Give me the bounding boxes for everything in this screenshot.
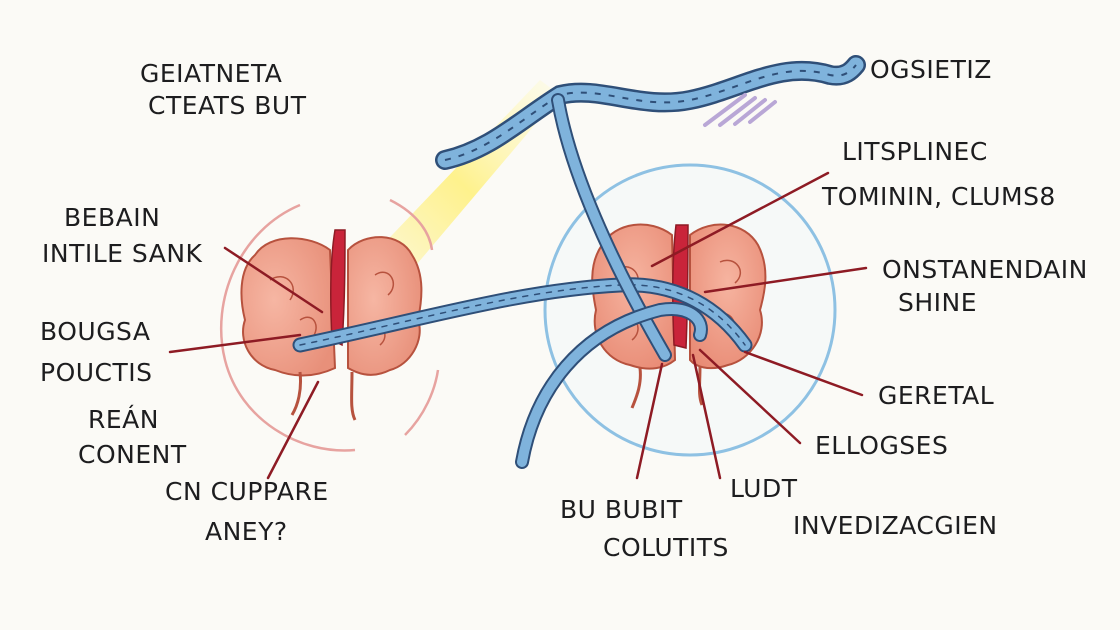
pointer-lines (168, 171, 868, 480)
pointer-right-3 (743, 350, 864, 397)
label-top-left-1: GEIATNETA (140, 59, 282, 88)
label-left-3b: CONENT (78, 440, 187, 469)
pointer-left-3 (266, 380, 320, 480)
pointer-bottom-1 (635, 362, 664, 480)
label-right-2a: ONSTANENDAIN (882, 255, 1088, 284)
pointer-right-1 (650, 171, 830, 268)
label-left-2a: BOUGSA (40, 317, 151, 346)
label-left-2b: POUCTIS (40, 358, 153, 387)
label-bottom-1b: COLUTITS (603, 533, 729, 562)
label-left-1b: INTILE SANK (42, 239, 203, 268)
label-right-3: GERETAL (878, 381, 994, 410)
label-top-left-2: CTEATS BUT (148, 91, 307, 120)
label-right-6: INVEDIZACGIEN (793, 511, 998, 540)
label-right-2b: SHINE (898, 288, 977, 317)
left-halo (220, 198, 440, 452)
label-top-right: OGSIETIZ (870, 55, 992, 84)
hatch-marks (703, 93, 777, 127)
pointer-right-2 (703, 266, 868, 294)
label-right-1a: LITSPLINEC (842, 137, 988, 166)
label-right-5: LUDT (730, 474, 798, 503)
label-right-4: ELLOGSES (815, 431, 948, 460)
labels: GEIATNETA CTEATS BUT OGSIETIZ BEBAIN INT… (40, 55, 1088, 562)
label-left-3a: REÁN (88, 405, 159, 434)
pointer-right-5 (691, 353, 722, 480)
pointer-left-1 (223, 246, 324, 314)
top-nerve (435, 55, 866, 170)
label-right-1b: TOMININ, CLUMS8 (821, 182, 1056, 211)
nerve-strands (292, 93, 753, 469)
pointer-right-4 (698, 348, 802, 445)
label-left-1a: BEBAIN (64, 203, 160, 232)
label-left-4b: ANEY? (205, 517, 288, 546)
label-left-4a: CN CUPPARE (165, 477, 329, 506)
label-bottom-1a: BU BUBIT (560, 495, 683, 524)
pointer-left-2 (168, 333, 302, 354)
